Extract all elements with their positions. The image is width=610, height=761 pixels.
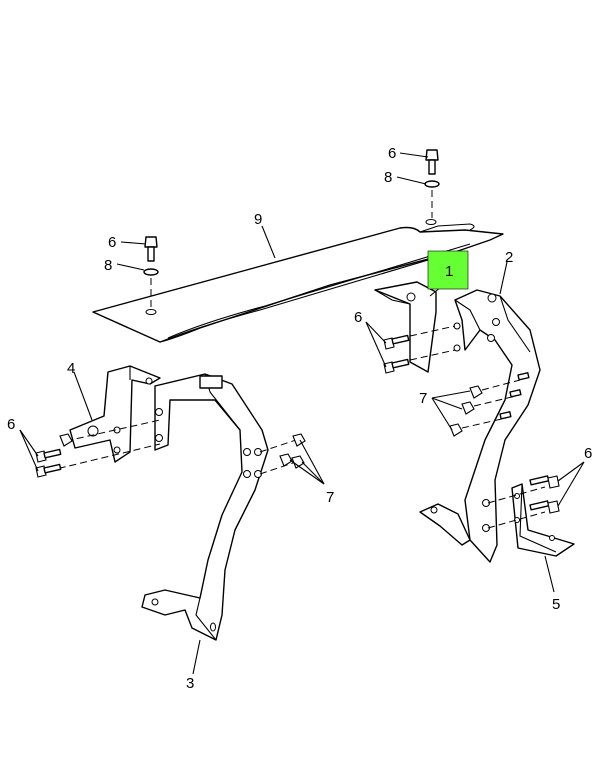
callout-6-top: 6	[388, 145, 396, 162]
fasteners-right-mid	[449, 372, 530, 437]
callout-7-right: 7	[419, 390, 427, 407]
callout-5: 5	[552, 596, 560, 613]
callout-numbers: 1 2 3 4 5 6 8 6 8 9 6 7 6 7 6	[7, 145, 592, 692]
callout-1: 1	[445, 263, 453, 280]
callout-3: 3	[186, 675, 194, 692]
callout-6-mid: 6	[354, 309, 362, 326]
callout-1-highlight	[427, 250, 469, 290]
left-bracket	[141, 373, 269, 641]
callout-8-top: 8	[384, 169, 392, 186]
deflector-plate	[92, 219, 504, 343]
small-bracket	[374, 281, 437, 373]
callout-4: 4	[67, 360, 75, 377]
callout-8-left-upper: 8	[104, 257, 112, 274]
callout-6-left: 6	[7, 416, 15, 433]
fasteners-right-lower	[487, 475, 560, 529]
right-bracket	[419, 289, 541, 563]
fasteners-left-right	[259, 433, 306, 475]
fasteners-left	[35, 419, 161, 478]
callout-7-left: 7	[326, 489, 334, 506]
callout-6-right: 6	[584, 445, 592, 462]
angle-bracket	[511, 483, 575, 557]
callout-2: 2	[505, 249, 513, 266]
fasteners-right-upper	[383, 325, 456, 374]
callout-6-left-upper: 6	[108, 234, 116, 251]
callout-9: 9	[254, 211, 262, 228]
top-screw-and-washer	[424, 149, 440, 218]
